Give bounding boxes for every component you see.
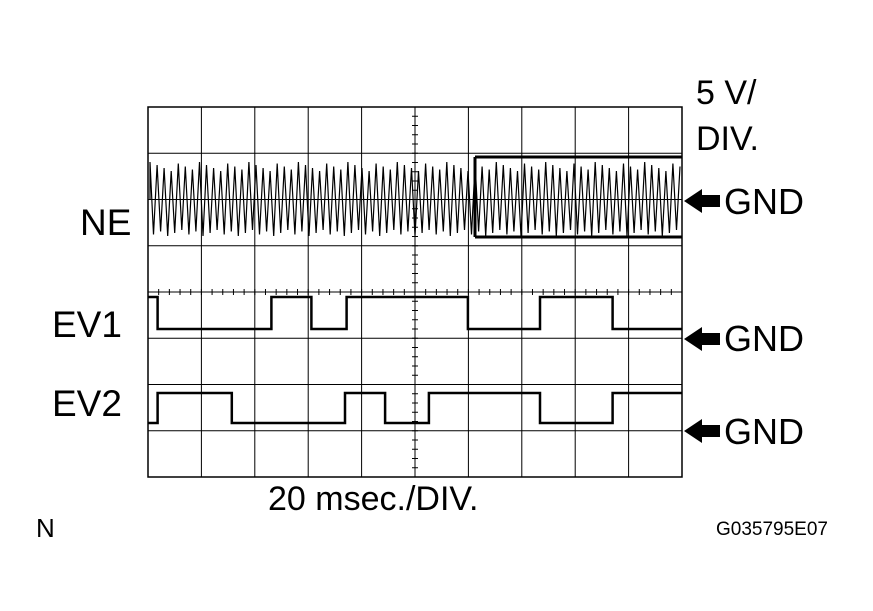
volts-per-div-line1: 5 V/	[696, 74, 757, 112]
ground-arrow-icon	[684, 419, 720, 443]
ground-label-ne: GND	[724, 181, 804, 222]
ground-arrow-icon	[684, 189, 720, 213]
channel-label-ev1: EV1	[52, 304, 122, 345]
ground-marker-ev2: GND	[684, 411, 804, 452]
ground-marker-ev1: GND	[684, 318, 804, 359]
ground-arrow-icon	[684, 327, 720, 351]
ne-signal-trace	[149, 161, 681, 237]
channel-label-ne: NE	[80, 202, 131, 243]
figure-code: G035795E07	[716, 519, 828, 540]
channel-label-ev2: EV2	[52, 383, 122, 424]
ground-label-ev2: GND	[724, 411, 804, 452]
ev2-signal-trace	[148, 391, 682, 425]
signal-traces	[148, 155, 682, 425]
ground-marker-ne: GND	[684, 181, 804, 222]
corner-letter: N	[36, 513, 55, 543]
ev1-signal-trace	[148, 295, 682, 331]
time-per-div: 20 msec./DIV.	[268, 480, 478, 518]
volts-per-div-line2: DIV.	[696, 120, 759, 158]
scope-grid	[147, 106, 683, 478]
ground-label-ev1: GND	[724, 318, 804, 359]
